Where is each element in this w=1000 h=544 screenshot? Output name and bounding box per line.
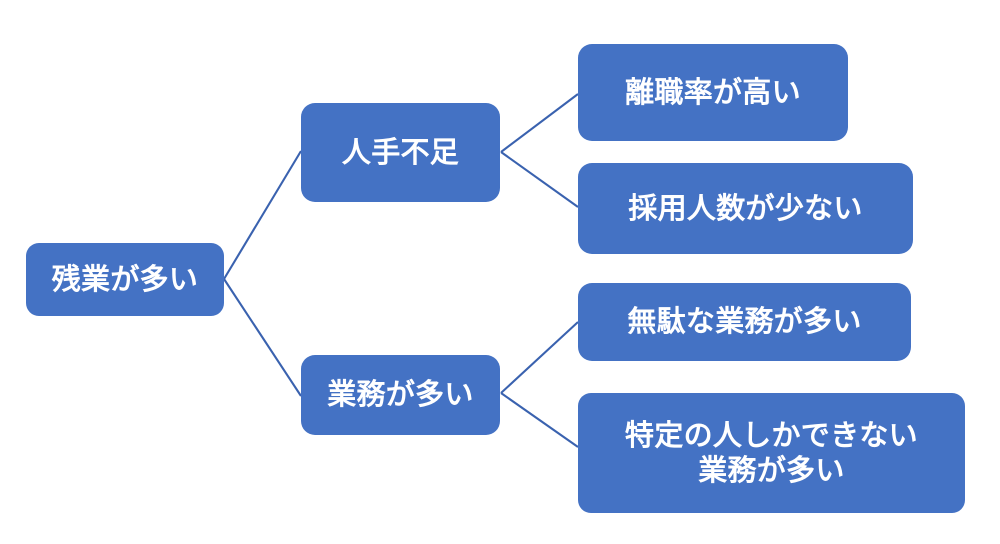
node-leaf-few-hires-label: 採用人数が少ない xyxy=(628,190,863,225)
node-level2-labor-shortage[interactable]: 人手不足 xyxy=(301,103,500,202)
node-leaf-wasteful-work[interactable]: 無駄な業務が多い xyxy=(578,283,911,361)
node-leaf-turnover-rate[interactable]: 離職率が高い xyxy=(578,44,848,141)
node-leaf-specialized-work[interactable]: 特定の人しかできない 業務が多い xyxy=(578,393,965,513)
node-leaf-turnover-rate-label: 離職率が高い xyxy=(625,74,801,109)
edge-l2-2-to-leaf-3 xyxy=(500,321,579,394)
node-level2-too-much-work-label: 業務が多い xyxy=(327,377,474,412)
edge-l2-1-to-leaf-2 xyxy=(500,151,579,208)
node-leaf-wasteful-work-label: 無駄な業務が多い xyxy=(627,304,862,339)
node-root[interactable]: 残業が多い xyxy=(26,243,224,316)
edge-root-to-l2-1 xyxy=(223,150,302,280)
node-level2-too-much-work[interactable]: 業務が多い xyxy=(301,355,500,435)
edge-l2-2-to-leaf-4 xyxy=(500,392,579,448)
node-level2-labor-shortage-label: 人手不足 xyxy=(341,134,460,169)
edge-l2-1-to-leaf-1 xyxy=(500,93,579,153)
node-leaf-specialized-work-label: 特定の人しかできない 業務が多い xyxy=(625,417,918,487)
edge-root-to-l2-2 xyxy=(223,278,302,397)
node-root-label: 残業が多い xyxy=(51,261,199,296)
node-leaf-few-hires[interactable]: 採用人数が少ない xyxy=(578,163,913,254)
